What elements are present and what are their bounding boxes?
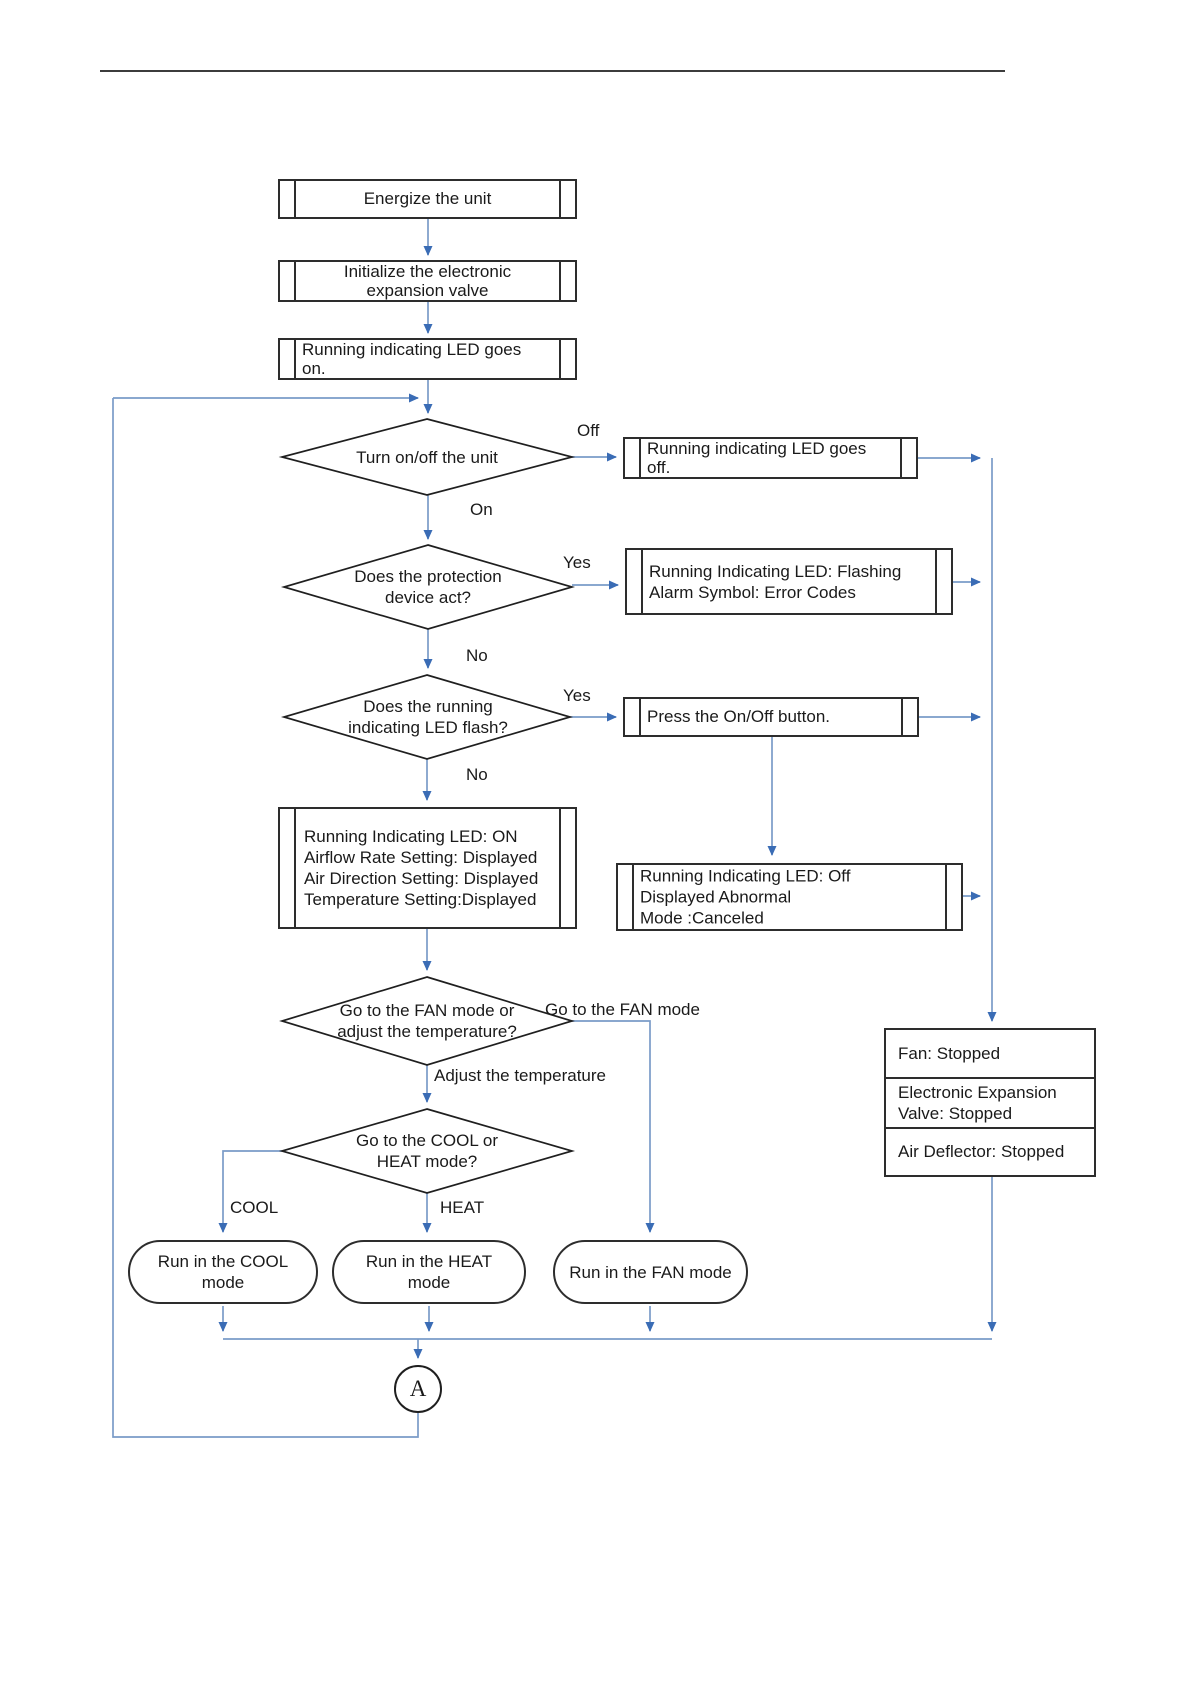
- loopback-line: [112, 398, 419, 1438]
- decision-text: indicating LED flash?: [348, 718, 508, 737]
- node-text: Running Indicating LED: Flashing: [649, 561, 902, 581]
- decision-text: Go to the FAN mode or: [339, 1001, 515, 1020]
- branch-label-go-fan: Go to the FAN mode: [545, 1000, 700, 1019]
- terminal-text: Run in the FAN mode: [569, 1262, 732, 1282]
- node-text: Running Indicating LED: ON: [304, 827, 518, 846]
- branch-label-no-flash: No: [466, 765, 488, 784]
- node-text: Displayed Abnormal: [640, 887, 792, 907]
- process-abnormal-canceled: Running Indicating LED: Off Displayed Ab…: [616, 863, 963, 931]
- branch-label-yes-protection: Yes: [563, 553, 591, 572]
- process-init-expansion-valve: Initialize the electronic expansion valv…: [278, 260, 577, 302]
- terminal-text: mode: [201, 1273, 245, 1292]
- node-text: Running indicating LED goes: [302, 340, 522, 359]
- decision-cool-or-heat-shape: [278, 1108, 576, 1194]
- arrow-cool-branch: [218, 1150, 282, 1233]
- node-text: Temperature Setting:Displayed: [304, 890, 537, 909]
- status-text: Fan: Stopped: [898, 1044, 1001, 1063]
- decision-text: device act?: [385, 588, 471, 607]
- terminal-run-fan-mode: Run in the FAN mode: [553, 1240, 748, 1304]
- arrow-go-fan-branch: [572, 1020, 655, 1233]
- decision-text: adjust the temperature?: [337, 1022, 517, 1041]
- decision-protection-label: Does the protection device act?: [303, 566, 553, 608]
- branch-label-no-protection: No: [466, 646, 488, 665]
- node-text: on.: [302, 359, 326, 378]
- decision-protection-shape: [280, 544, 576, 630]
- decision-text: HEAT mode?: [376, 1152, 478, 1171]
- process-led-flashing-alarm: Running Indicating LED: Flashing Alarm S…: [625, 548, 953, 615]
- node-text: Air Direction Setting: Displayed: [304, 869, 539, 888]
- decision-text: Does the protection: [354, 567, 502, 586]
- node-text: Running indicating LED goes: [647, 439, 867, 458]
- header-rule: [100, 70, 1005, 72]
- node-text: Press the On/Off button.: [647, 707, 831, 726]
- node-text: off.: [647, 458, 671, 477]
- decision-led-flash-shape: [280, 674, 574, 760]
- branch-label-cool: COOL: [230, 1198, 279, 1217]
- terminal-run-heat-mode: Run in the HEAT mode: [332, 1240, 526, 1304]
- connector-a-text: A: [409, 1376, 427, 1401]
- node-text: Initialize the electronic: [343, 262, 512, 281]
- process-led-goes-off: Running indicating LED goes off.: [623, 437, 918, 479]
- decision-text: Does the running: [363, 697, 493, 716]
- branch-label-yes-flash: Yes: [563, 686, 591, 705]
- decision-text: Turn on/off the unit: [356, 448, 498, 467]
- process-led-goes-on: Running indicating LED goes on.: [278, 338, 577, 380]
- decision-fan-or-temp-shape: [279, 976, 575, 1066]
- terminal-text: Run in the COOL: [157, 1252, 289, 1271]
- status-cell-air-deflector: Air Deflector: Stopped: [886, 1127, 1094, 1173]
- terminal-text: mode: [407, 1273, 451, 1292]
- process-normal-display: Running Indicating LED: ON Airflow Rate …: [278, 807, 577, 929]
- branch-label-on: On: [470, 500, 493, 519]
- status-text: Air Deflector: Stopped: [898, 1141, 1065, 1161]
- process-energize-unit: Energize the unit: [278, 179, 577, 219]
- terminal-run-cool-mode: Run in the COOL mode: [128, 1240, 318, 1304]
- node-text: Mode :Canceled: [640, 908, 764, 928]
- node-text: Energize the unit: [363, 189, 492, 208]
- branch-label-adjust-temp: Adjust the temperature: [434, 1066, 606, 1085]
- process-press-onoff-button: Press the On/Off button.: [623, 697, 919, 737]
- branch-label-off: Off: [577, 421, 600, 440]
- decision-text: Go to the COOL or: [355, 1131, 499, 1150]
- decision-fan-or-temp-label: Go to the FAN mode or adjust the tempera…: [292, 1000, 562, 1042]
- branch-label-heat: HEAT: [440, 1198, 485, 1217]
- decision-cool-or-heat-label: Go to the COOL or HEAT mode?: [302, 1130, 552, 1172]
- node-text: Alarm Symbol: Error Codes: [649, 582, 856, 602]
- node-text: expansion valve: [366, 281, 489, 300]
- status-cell-fan: Fan: Stopped: [886, 1030, 1094, 1077]
- node-text: Running Indicating LED: Off: [640, 866, 851, 886]
- node-text: Airflow Rate Setting: Displayed: [304, 848, 538, 867]
- offpage-connector-a: A: [394, 1365, 442, 1413]
- status-cell-expansion-valve: Electronic Expansion Valve: Stopped: [886, 1077, 1094, 1127]
- decision-turn-onoff-label: Turn on/off the unit: [302, 447, 552, 468]
- decision-turn-onoff-shape: [278, 418, 576, 496]
- status-text: Electronic Expansion Valve: Stopped: [898, 1083, 1057, 1123]
- terminal-text: Run in the HEAT: [365, 1252, 493, 1271]
- status-stopped-box: Fan: Stopped Electronic Expansion Valve:…: [884, 1028, 1096, 1177]
- decision-led-flash-label: Does the running indicating LED flash?: [303, 696, 553, 738]
